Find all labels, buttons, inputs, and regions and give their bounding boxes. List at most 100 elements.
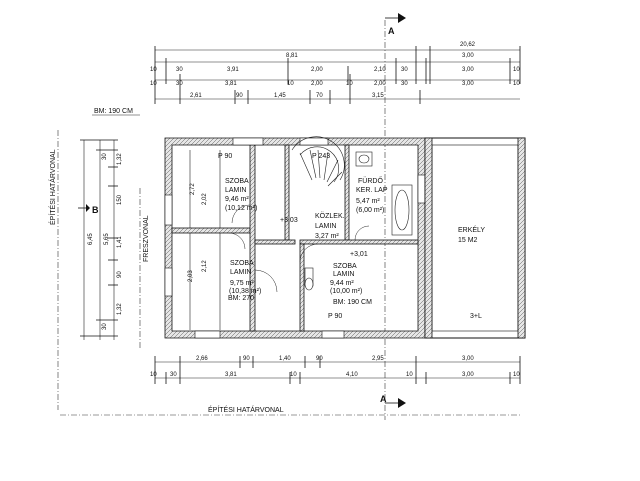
dim-r4-0: 2,61 [190,93,202,99]
dim-r3-5: 10 [346,81,353,87]
room-5-area: 9,44 m² [330,280,354,287]
section-label-top: A [388,26,395,36]
p90-label-top: P 90 [218,153,232,160]
section-label-bottom: A [380,394,387,404]
windows [164,137,426,339]
dim-r2-2: 3,91 [227,67,239,73]
misc-labels: P 90 P 243 +3,03 +3,01 BM: 270 BM: 190 C… [218,153,482,320]
section-marker-bottom: A [380,394,406,408]
p90-label-bottom: P 90 [328,313,342,320]
room-6-area: 15 M2 [458,237,478,244]
dim-b1-5: 3,00 [462,356,474,362]
dim-b2-1: 30 [170,372,177,378]
room-4-name: FÜRDŐ [358,176,383,185]
dim-left-s2: 2,03 [188,270,194,282]
dim-r1-b: 3,00 [462,53,474,59]
dim-r2-6: 3,00 [462,67,474,73]
dim-left-i3: 1,41 [117,236,123,248]
dim-b1-2: 1,40 [279,356,291,362]
stair [291,136,345,187]
room-4-area: 5,47 m² [356,198,380,205]
bm-label-mid: BM: 270 [228,295,254,302]
level-1: +3,03 [280,217,298,224]
dim-r3-7: 30 [401,81,408,87]
room-2-floor: LAMIN [230,269,251,276]
balcony [424,137,526,339]
p243-label: P 243 [312,153,330,160]
dim-left-outer: 6,45 [88,233,94,245]
dim-r3-1: 30 [176,81,183,87]
room-2-area2: (10,38 m²) [229,288,261,295]
dim-left-s1: 2,02 [202,193,208,205]
dim-r4-4: 3,15 [372,93,384,99]
balcony-tag: 3+L [470,313,482,320]
room-3-floor: LAMIN [315,223,336,230]
dim-left-mid: 5,65 [104,233,110,245]
left-boundary: ÉPÍTÉSI HATÁRVONAL FRESZVONAL B [48,130,150,410]
door-swings [228,204,370,293]
bottom-dimension-lines: 2,66 90 1,40 90 2,95 3,00 10 30 3,81 10 … [150,356,521,384]
dim-b2-0: 10 [150,372,157,378]
room-4-floor: KER. LAP [356,187,388,194]
top-dimension-lines: 20,62 8,81 3,00 10 30 3,91 2,00 2,10 30 … [150,42,521,104]
room-1-name: SZOBA [225,178,249,185]
bathroom-fixtures [304,151,413,291]
boundary-label-bottom: ÉPÍTÉSI HATÁRVONAL [208,405,284,414]
dim-left-i5: 1,32 [117,303,123,315]
room-3-area: 3,27 m² [315,233,339,240]
dim-r3-2: 3,81 [225,81,237,87]
dim-r3-6: 2,00 [374,81,386,87]
dim-r2-3: 2,00 [311,67,323,73]
left-dimension-lines: 6,45 5,65 30 1,32 150 1,41 90 1,32 30 2,… [80,139,221,340]
dim-b2-7: 10 [513,372,520,378]
room-5-name: SZOBA [333,263,357,270]
dim-b2-5: 10 [406,372,413,378]
dim-r2-0: 10 [150,67,157,73]
dim-b2-4: 4,10 [346,372,358,378]
room-3-name: KÖZLEK. [315,212,345,220]
level-2: +3,01 [350,251,368,258]
dim-r3-0: 10 [150,81,157,87]
fireproof-label: FRESZVONAL [143,215,150,262]
room-labels: SZOBA LAMIN 9,46 m² (10,12 m²) SZOBA LAM… [225,176,485,295]
dim-b1-1: 90 [243,356,250,362]
room-6-name: ERKÉLY [458,225,485,234]
dim-left-s0: 2,72 [190,183,196,195]
dim-left-i6: 30 [102,323,108,330]
dim-total: 20,62 [460,42,476,48]
bottom-boundary: ÉPÍTÉSI HATÁRVONAL [60,405,520,416]
dim-left-s3: 2,12 [202,260,208,272]
dim-b1-3: 90 [316,356,323,362]
dim-r4-2: 1,45 [274,93,286,99]
dim-r2-1: 30 [176,67,183,73]
dim-r2-5: 30 [401,67,408,73]
dim-r3-9: 10 [513,81,520,87]
dim-left-i1: 1,32 [117,153,123,165]
room-2-area: 9,75 m² [230,280,254,287]
room-1-floor: LAMIN [225,187,246,194]
room-1-area2: (10,12 m²) [225,205,257,212]
room-5-area2: (10,00 m²) [330,288,362,295]
dim-left-i0: 30 [102,153,108,160]
building-walls [164,137,426,339]
dim-r4-3: 70 [316,93,323,99]
dim-b1-0: 2,66 [196,356,208,362]
bm-label-top: BM: 190 CM [94,108,133,115]
dim-r3-3: 10 [287,81,294,87]
dim-b1-4: 2,95 [372,356,384,362]
dim-b2-2: 3,81 [225,372,237,378]
room-2-name: SZOBA [230,260,254,267]
dim-r4-1: 90 [236,93,243,99]
room-5-floor: LAMIN [333,271,354,278]
dim-r2-7: 10 [513,67,520,73]
dim-r1-a: 8,81 [286,53,298,59]
dim-r3-4: 2,00 [311,81,323,87]
boundary-label-left: ÉPÍTÉSI HATÁRVONAL [48,149,57,225]
room-4-area2: (6,00 m²) [356,207,384,214]
room-1-area: 9,46 m² [225,196,249,203]
axis-marker-b: B [92,205,99,215]
dim-r2-4: 2,10 [374,67,386,73]
dim-b2-6: 3,00 [462,372,474,378]
dim-r3-8: 3,00 [462,81,474,87]
